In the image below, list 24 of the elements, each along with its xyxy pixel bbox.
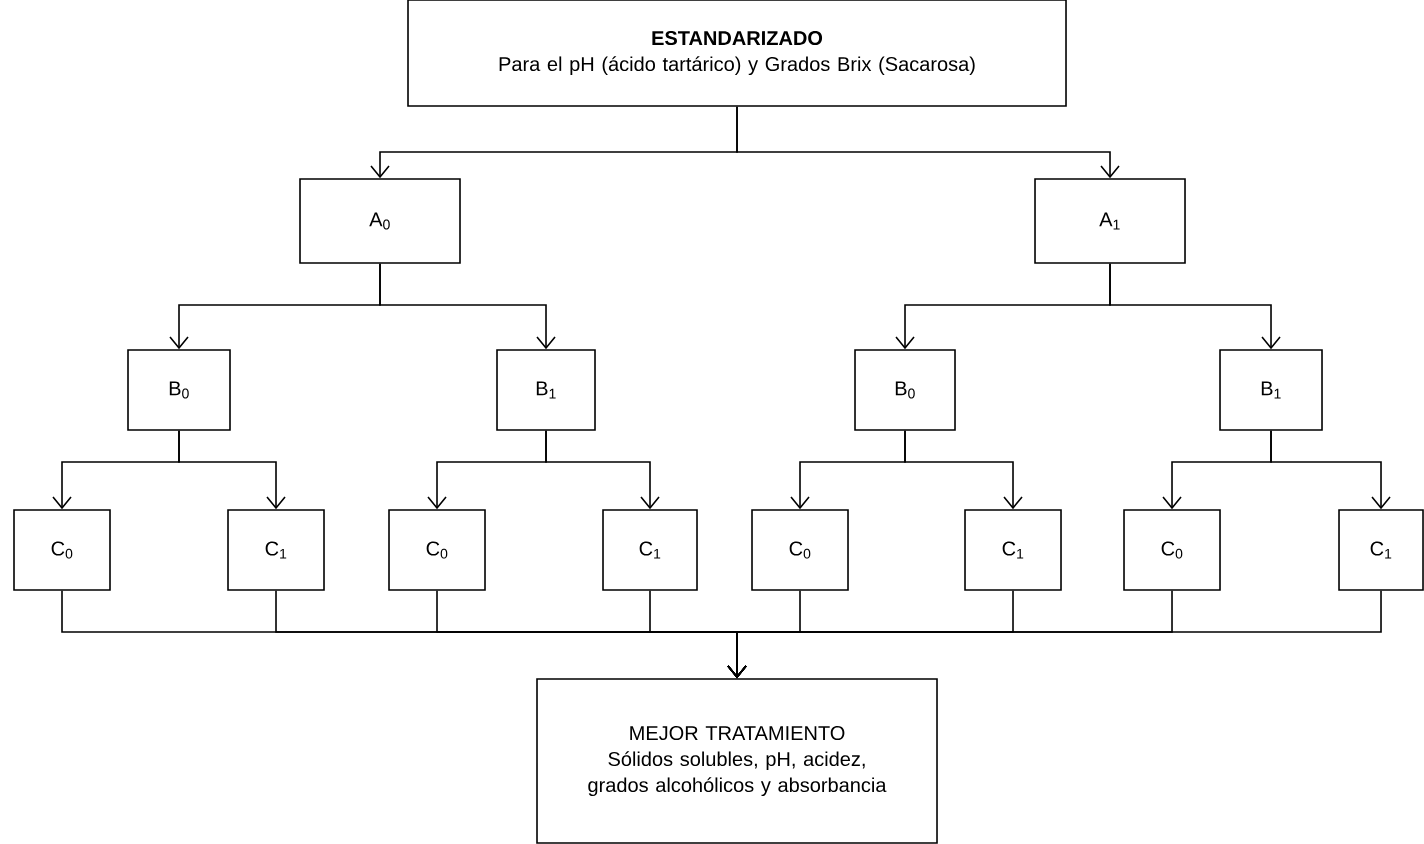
process-box: A$_{0}$ [299,178,461,264]
process-box: C$_{1}$ [1338,509,1424,591]
process-box: C$_{1}$ [227,509,325,591]
process-box: A$_{1}$ [1034,178,1186,264]
arrow [545,430,660,510]
process-box: C$_{0}$ [388,509,486,591]
arrow [727,590,1382,679]
process-box: C$_{0}$ [13,509,111,591]
process-box: B$_{0}$ [127,349,231,431]
process-box: B$_{1}$ [496,349,596,431]
arrow [379,263,556,350]
arrow [904,430,1023,510]
arrow [178,430,286,510]
process-box: C$_{1}$ [602,509,698,591]
process-box: C$_{0}$ [1123,509,1221,591]
process-box: B$_{1}$ [1219,349,1323,431]
process-box: C$_{1}$ [964,509,1062,591]
arrow [1109,263,1281,350]
arrow [1270,430,1391,510]
process-box: ESTANDARIZADO Para el pH (ácido tartárico) y Grados Brix (Sacarosa) [407,0,1067,107]
process-box: MEJOR TRATAMIENTO Sólidos solubles, pH, acidez, grados alcohólicos y absorbancia [536,678,938,844]
process-box: C$_{0}$ [751,509,849,591]
arrow [736,106,1120,179]
process-box: B$_{0}$ [854,349,956,431]
